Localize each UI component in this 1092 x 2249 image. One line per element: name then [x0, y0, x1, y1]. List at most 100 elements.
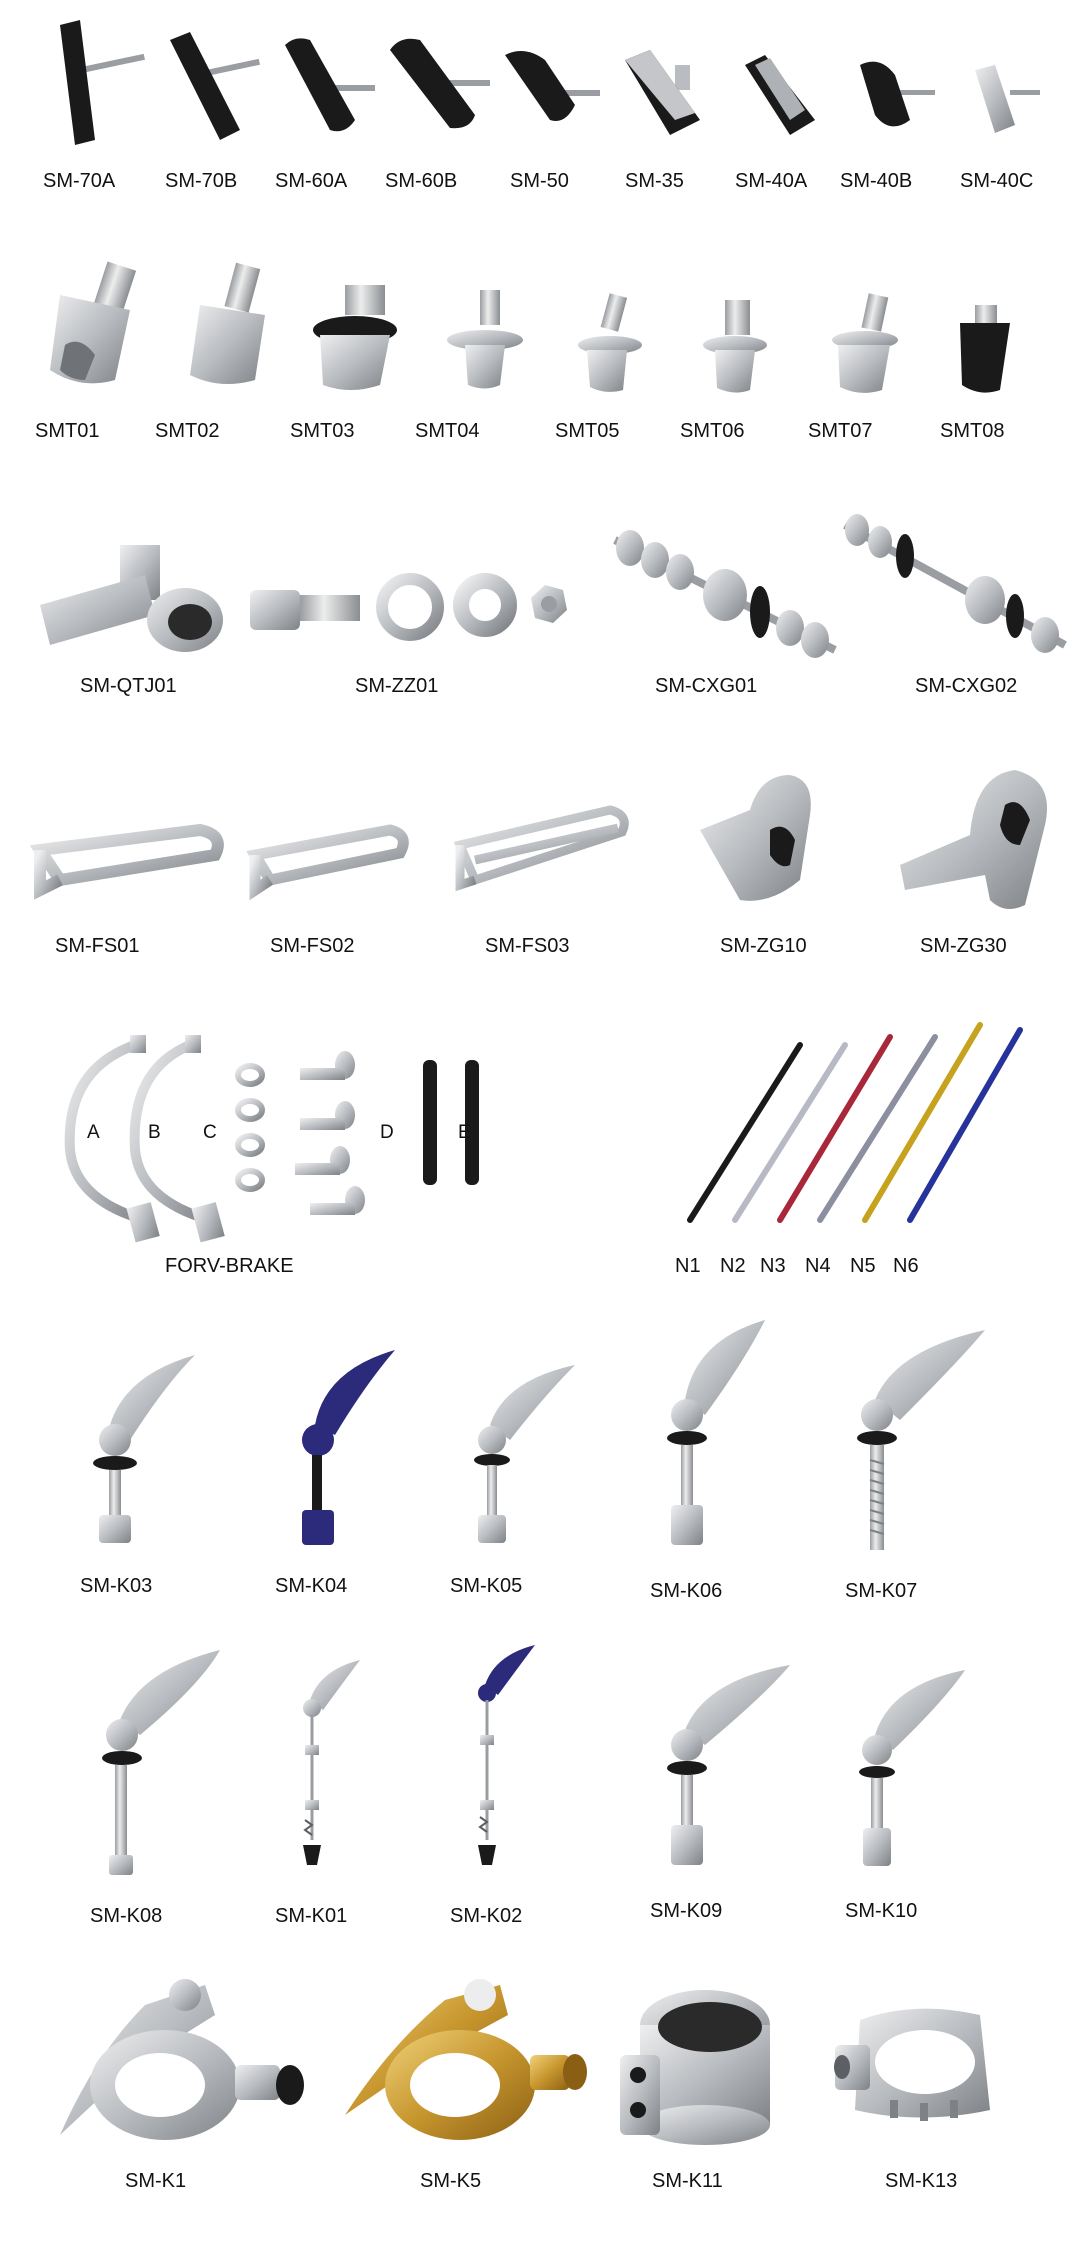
- brake-cable-icon: [687, 1022, 1023, 1223]
- product-sm-k06: SM-K06: [650, 1320, 775, 1602]
- product-sm-k03: SM-K03: [80, 1355, 205, 1597]
- product-label: SM-35: [625, 170, 684, 192]
- product-label: SM-60B: [385, 170, 458, 192]
- product-label: SM-CXG01: [655, 675, 758, 697]
- product-label: SMT08: [940, 420, 1005, 442]
- skewer-icon: [478, 1645, 535, 1865]
- product-label: SM-40C: [960, 170, 1034, 192]
- product-smt06: SMT06: [680, 300, 775, 442]
- product-sm-k01: SM-K01: [275, 1660, 370, 1927]
- v-brake-kit-icon: [64, 1035, 479, 1243]
- product-label: SM-K1: [125, 2170, 187, 2192]
- quick-release-lever-icon: [102, 1650, 220, 1875]
- product-label: SM-ZG10: [720, 935, 807, 957]
- product-sm-k07: SM-K08 SM-K07: [845, 1330, 990, 1602]
- clip-icon: [453, 805, 629, 892]
- cable-adjuster-icon: [447, 290, 523, 389]
- cable-stop-icon: [900, 770, 1047, 909]
- product-sm-40a: SM-40A: [735, 50, 830, 192]
- part-letter-c: C: [203, 1122, 217, 1143]
- quick-release-lever-icon: [302, 1350, 395, 1545]
- product-sm-70b: SM-70B: [165, 30, 270, 192]
- product-smt04: SMT04: [415, 290, 530, 442]
- brake-pad-icon: [170, 32, 260, 140]
- product-label: SM-FS03: [485, 935, 570, 957]
- product-sm-cxg01: SM-CXG01: [605, 520, 845, 697]
- cable-adjuster-icon: [960, 305, 1010, 393]
- cable-adjuster-icon: [832, 293, 898, 393]
- axle-set-icon: [843, 514, 1067, 653]
- product-label: SM-70A: [43, 170, 116, 192]
- product-label: SM-ZG30: [920, 935, 1007, 957]
- brake-pad-icon: [860, 61, 935, 127]
- part-letter-a: A: [87, 1122, 100, 1143]
- brake-pad-icon: [390, 38, 490, 129]
- product-label: SM-70B: [165, 170, 238, 192]
- product-label: SM-K04: [275, 1575, 348, 1597]
- product-label: SMT05: [555, 420, 620, 442]
- product-smt03: SMT03: [290, 285, 405, 442]
- product-sm-fs01: SM-FS01: [29, 810, 230, 957]
- product-label: SM-K06: [650, 1580, 723, 1602]
- product-label: SMT03: [290, 420, 355, 442]
- product-label: SM-40B: [840, 170, 913, 192]
- seat-clamp-icon: [60, 1979, 304, 2140]
- clip-icon: [246, 824, 409, 901]
- quick-release-lever-icon: [93, 1355, 195, 1543]
- seat-clamp-icon: [345, 1979, 587, 2140]
- cable-label-n6: N6: [893, 1255, 919, 1277]
- cable-joint-icon: [40, 545, 223, 652]
- bolt-washer-set-icon: [250, 573, 567, 641]
- cable-adjuster-icon: [703, 300, 767, 393]
- product-label: FORV-BRAKE: [165, 1255, 294, 1277]
- product-label: SM-K13: [885, 2170, 958, 2192]
- product-label: SM-FS02: [270, 935, 355, 957]
- product-label: SM-K11: [652, 2170, 723, 2192]
- product-label: SMT07: [808, 420, 873, 442]
- brake-pad-icon: [975, 65, 1040, 133]
- product-sm-fs03: SM-FS03: [450, 800, 635, 957]
- product-label: SM-50: [510, 170, 569, 192]
- product-sm-40b: SM-40B: [840, 55, 945, 192]
- product-label: SM-K02: [450, 1905, 523, 1927]
- cable-adjuster-icon: [50, 261, 137, 384]
- seat-clamp-icon: [834, 2008, 990, 2121]
- product-sm-40c: SM-40C: [960, 65, 1050, 192]
- product-label: SM-CXG02: [915, 675, 1018, 697]
- quick-release-lever-icon: [859, 1670, 965, 1866]
- brake-pad-icon: [285, 38, 375, 132]
- product-sm-70a: SM-70A: [43, 20, 155, 192]
- part-letter-b: B: [148, 1122, 161, 1143]
- product-smt05: SMT05: [555, 293, 655, 442]
- product-label: SM-K5: [420, 2170, 482, 2192]
- product-brake-cables: N1 N2 N3 N4 N5 N6: [665, 1015, 1045, 1277]
- product-sm-50: SM-50: [505, 45, 605, 192]
- product-label: SM-ZZ01: [355, 675, 439, 697]
- seat-clamp-icon: [620, 1990, 770, 2145]
- product-sm-zz01: SM-ZZ01: [245, 565, 575, 697]
- product-label: SM-K07: [845, 1580, 918, 1602]
- product-sm-k09: SM-K09: [650, 1665, 795, 1922]
- cable-label-n1: N1: [675, 1255, 701, 1277]
- product-sm-k02: SM-K02: [450, 1645, 545, 1927]
- cable-stop-icon: [700, 775, 811, 901]
- part-letter-e: E: [458, 1122, 471, 1143]
- product-sm-k11: SM-K11: [610, 1985, 775, 2192]
- product-label: SM-K03: [80, 1575, 153, 1597]
- product-forv-brake: A B C D E FORV-BRAKE: [45, 1030, 525, 1277]
- product-sm-k5: SM-K5: [340, 1975, 587, 2192]
- product-label: SM-FS01: [55, 935, 140, 957]
- product-sm-60b: SM-60B: [385, 30, 490, 192]
- product-sm-k08: SM-K08: [90, 1650, 225, 1927]
- product-sm-60a: SM-60A: [275, 30, 380, 192]
- quick-release-lever-icon: [667, 1320, 765, 1545]
- product-sm-k05: SM-K05: [450, 1365, 580, 1597]
- product-smt07: SMT07: [808, 293, 905, 442]
- product-smt02: SMT02: [155, 262, 285, 442]
- product-label: SM-K08: [90, 1905, 163, 1927]
- product-label: SMT06: [680, 420, 745, 442]
- brake-pad-icon: [625, 50, 700, 135]
- quick-release-lever-icon: [667, 1665, 790, 1865]
- cable-label-n3: N3: [760, 1255, 786, 1277]
- product-sm-zg10: SM-ZG10: [690, 770, 820, 957]
